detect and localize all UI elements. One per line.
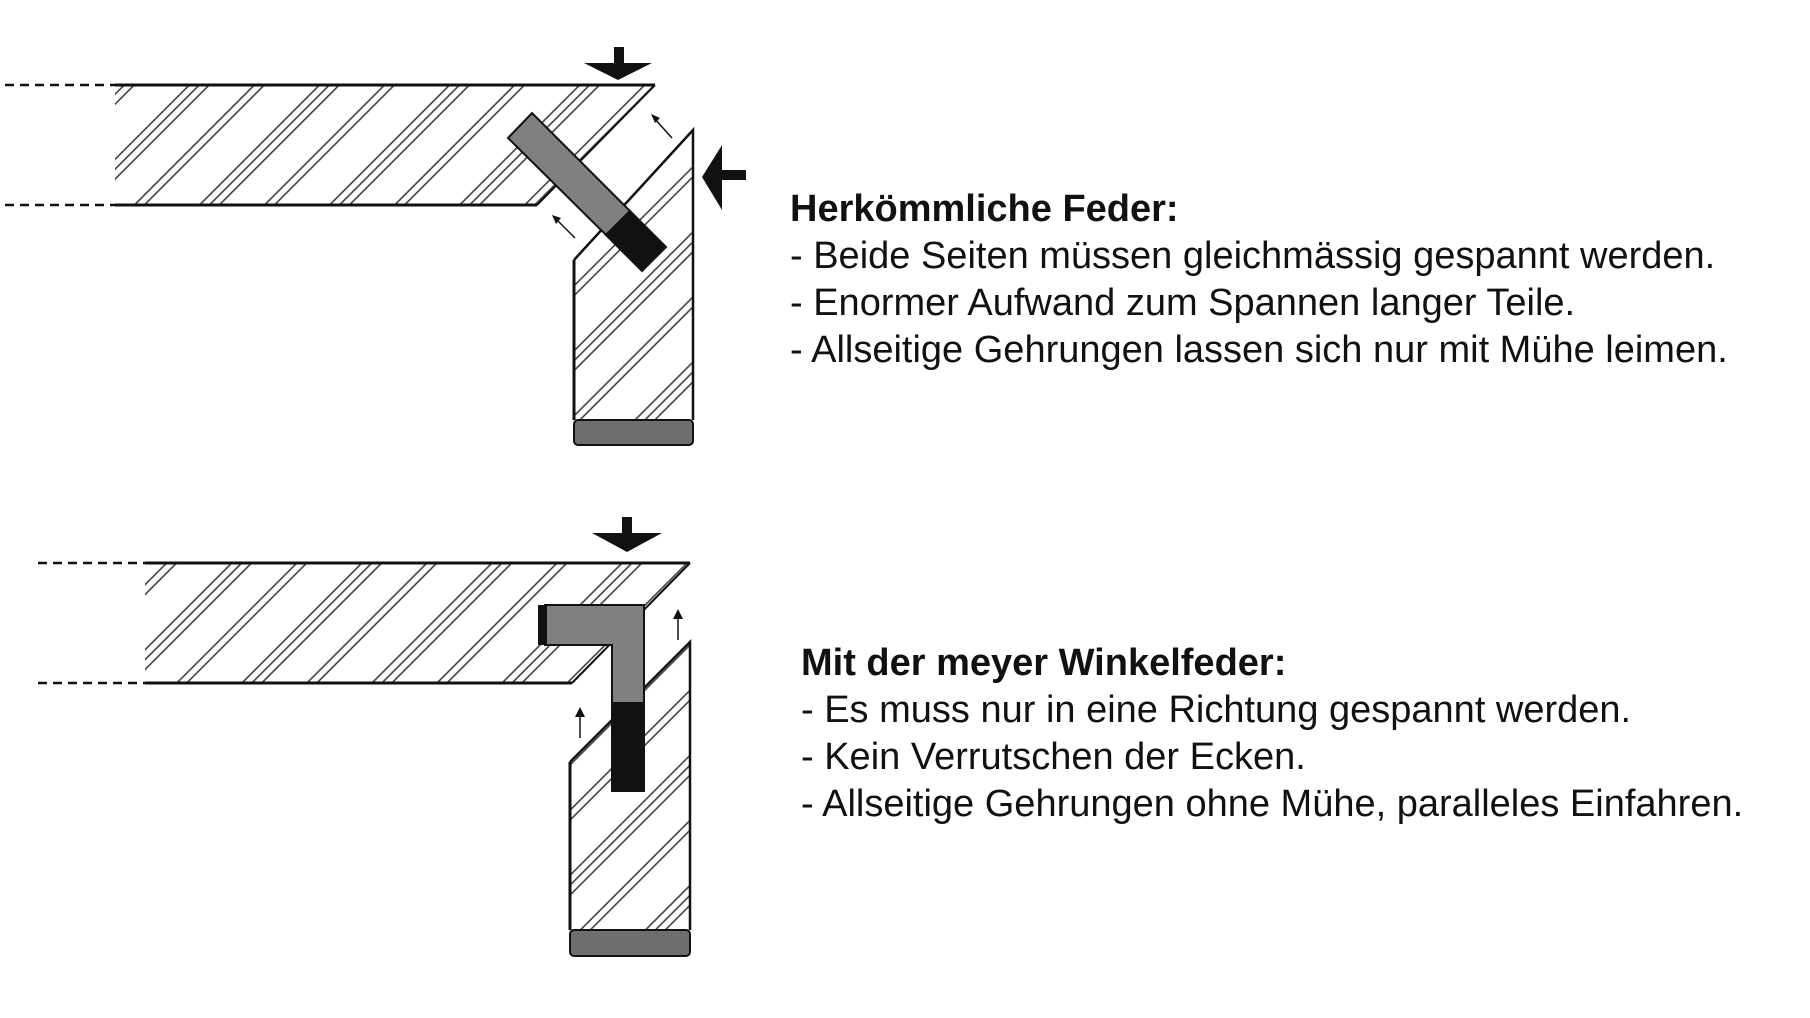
movement-arrow-icon <box>552 215 576 239</box>
vertical-board <box>574 130 693 420</box>
meyer-spline-caption: Mit der meyer Winkelfeder: - Es muss nur… <box>801 640 1743 828</box>
meyer-spline-dark-leg <box>611 702 645 792</box>
movement-arrow-icon <box>575 707 585 738</box>
meyer-point: - Kein Verrutschen der Ecken. <box>801 736 1306 778</box>
clamp-arrow-down-icon <box>592 517 662 552</box>
conventional-spline-dark <box>604 209 668 273</box>
vertical-board-base <box>569 929 691 957</box>
clamp-arrow-left-icon <box>702 145 746 210</box>
horizontal-board <box>145 563 690 683</box>
conventional-joint-drawing <box>5 47 746 446</box>
conventional-point: - Enormer Aufwand zum Spannen langer Tei… <box>790 282 1576 324</box>
conventional-heading: Herkömmliche Feder: <box>790 188 1179 230</box>
meyer-heading: Mit der meyer Winkelfeder: <box>801 642 1287 684</box>
meyer-joint-drawing <box>38 517 692 957</box>
clamp-arrow-down-icon <box>584 47 652 80</box>
movement-arrow-icon <box>651 114 673 139</box>
conventional-spline-caption: Herkömmliche Feder: - Beide Seiten müsse… <box>790 186 1728 374</box>
meyer-point: - Allseitige Gehrungen ohne Mühe, parall… <box>801 783 1744 825</box>
conventional-point: - Beide Seiten müssen gleichmässig gespa… <box>790 235 1716 277</box>
movement-arrow-icon <box>673 609 683 640</box>
meyer-point: - Es muss nur in eine Richtung gespannt … <box>801 689 1632 731</box>
meyer-spline-end-cap <box>538 605 547 645</box>
horizontal-board <box>115 85 655 205</box>
conventional-points-list: - Beide Seiten müssen gleichmässig gespa… <box>790 233 1728 374</box>
vertical-board-base <box>573 419 694 446</box>
conventional-point: - Allseitige Gehrungen lassen sich nur m… <box>790 329 1728 371</box>
meyer-points-list: - Es muss nur in eine Richtung gespannt … <box>801 687 1743 828</box>
